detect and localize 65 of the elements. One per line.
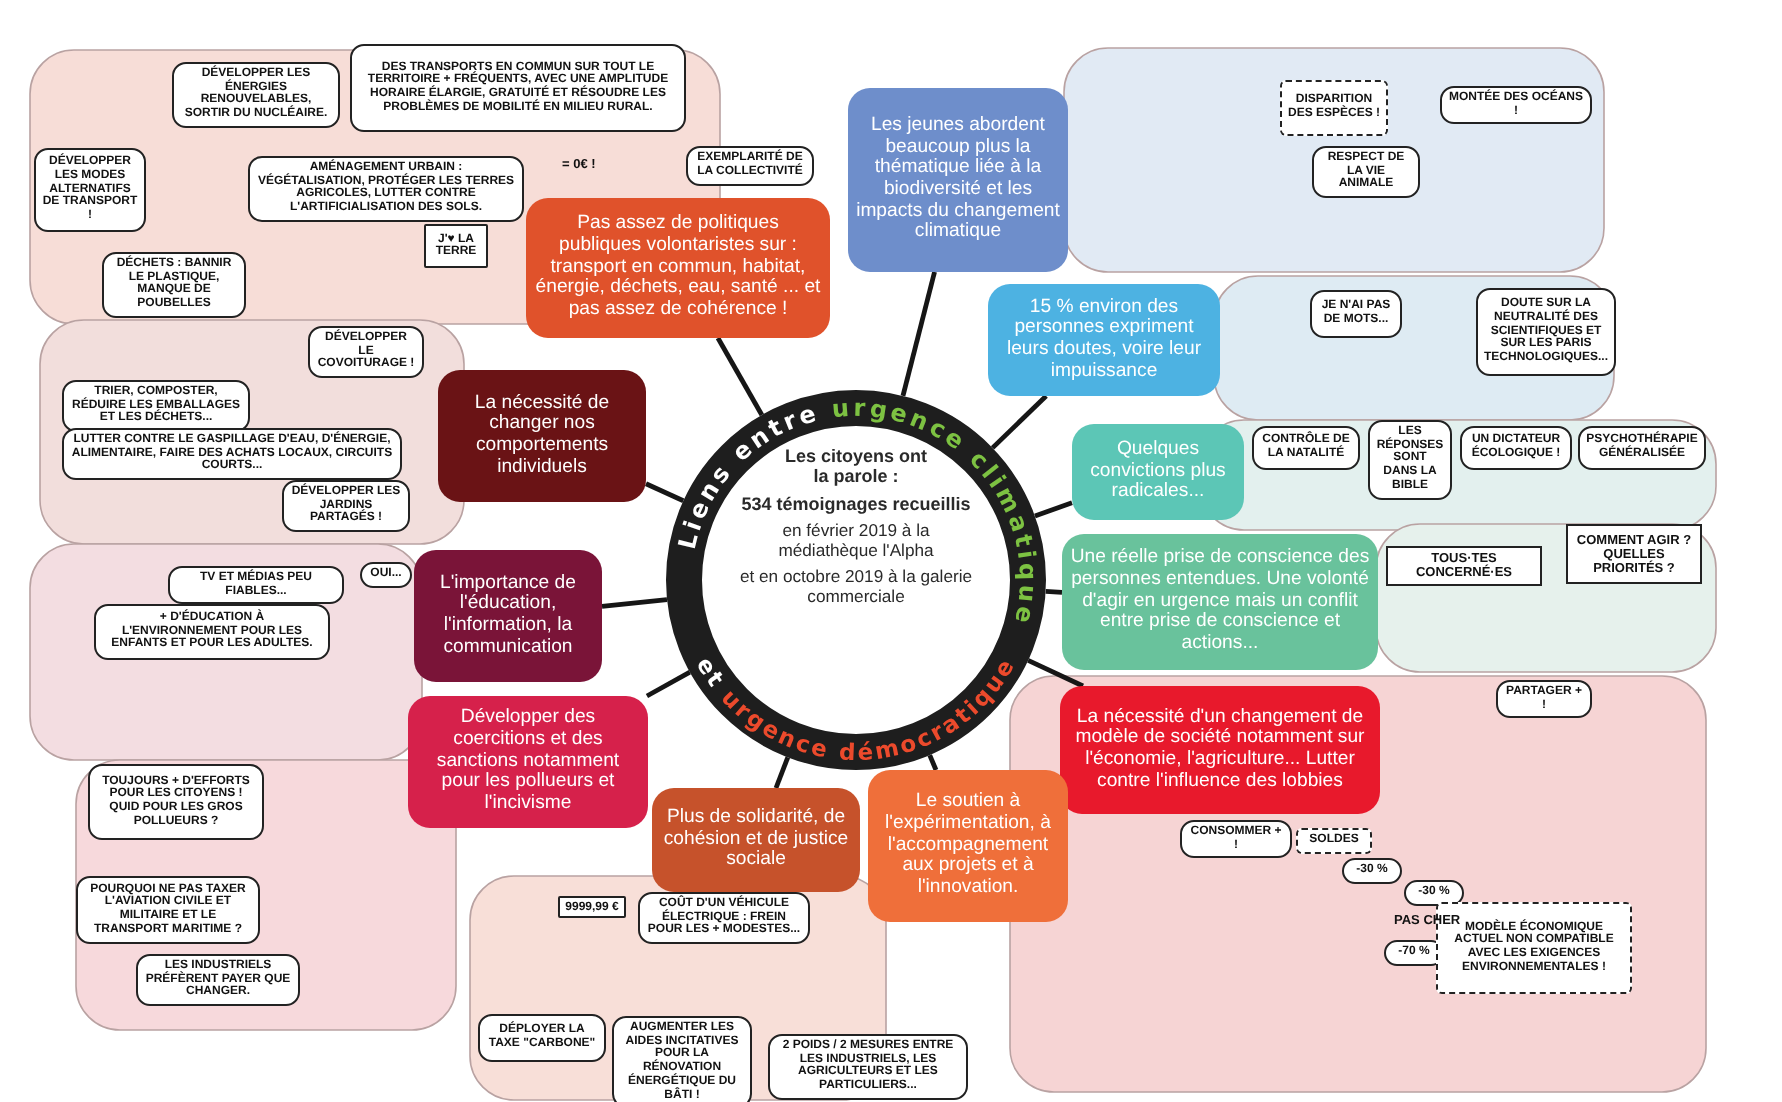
topic-text: Quelques convictions plus radicales... xyxy=(1088,439,1228,505)
speech-bubble xyxy=(1252,426,1360,470)
speech-bubble xyxy=(88,764,264,840)
speech-bubble xyxy=(282,480,410,533)
topic-text: Les jeunes abordent beaucoup plus la thématique liée à la biodiversité et les impacts du changement climatique xyxy=(856,115,1060,245)
topic-text: Développer des coercitions et des sanctions notamment pour les pollueurs et l'incivisme xyxy=(434,708,622,816)
note-text: et en octobre 2019 à la galerie commerciale xyxy=(738,568,973,607)
topic-box xyxy=(1062,534,1378,670)
speech-bubble xyxy=(350,44,686,132)
topic-text: La nécessité d'un changement de modèle de société notamment sur l'économie, l'agriculture... Lutter contre l'influence des lobbies xyxy=(1073,707,1367,793)
connector-line xyxy=(715,336,764,417)
speech-bubble xyxy=(1312,146,1420,199)
topic-text: Une réelle prise de conscience des personnes entendues. Une volonté d'agir en urgence mais un conflit entre prise de conscience et actions... xyxy=(1070,548,1370,656)
speech-bubble xyxy=(76,876,260,944)
speech-bubble xyxy=(62,428,402,481)
protest-banner xyxy=(1386,546,1542,586)
sign-board xyxy=(558,896,626,918)
speech-bubble xyxy=(1180,820,1292,859)
topic-text: 15 % environ des personnes expriment leurs doutes, voire leur impuissance xyxy=(1004,297,1204,383)
speech-bubble xyxy=(1578,426,1706,470)
topic-box xyxy=(868,770,1068,922)
topic-text: Pas assez de politiques publiques volontaristes sur : transport en commun, habitat, énergie, déchets, eau, santé ... et pas assez de cohérence ! xyxy=(534,214,822,322)
speech-bubble xyxy=(478,1014,606,1062)
topic-box xyxy=(988,284,1220,396)
speech-bubble xyxy=(1342,858,1402,884)
topic-box xyxy=(526,198,830,338)
connector-line xyxy=(990,394,1048,450)
speech-bubble xyxy=(136,954,300,1007)
speech-bubble xyxy=(768,1034,968,1100)
topic-box xyxy=(1060,686,1380,814)
speech-bubble xyxy=(172,62,340,128)
speech-bubble xyxy=(168,566,344,605)
topic-text: Plus de solidarité, de cohésion et de justice sociale xyxy=(661,807,851,873)
speech-bubble xyxy=(1310,290,1402,338)
topic-box xyxy=(408,696,648,828)
connector-line xyxy=(900,271,937,397)
topic-box xyxy=(848,88,1068,272)
connector-line xyxy=(1045,589,1063,595)
topic-text: Le soutien à l'expérimentation, à l'accompagnement aux projets et à l'innovation. xyxy=(883,792,1053,900)
topic-box xyxy=(652,788,860,892)
connector-line xyxy=(1027,658,1084,689)
speech-bubble xyxy=(102,252,246,318)
speech-bubble xyxy=(686,146,814,186)
topic-text: La nécessité de changer nos comportements individuels xyxy=(472,393,612,479)
speech-bubble xyxy=(62,380,250,433)
speech-bubble xyxy=(1496,680,1592,719)
topic-text: L'importance de l'éducation, l'information, la communication xyxy=(438,573,578,659)
speech-bubble xyxy=(1296,828,1372,854)
speech-bubble xyxy=(1440,86,1592,125)
note-text: en février 2019 à la médiathèque l'Alpha xyxy=(776,522,936,561)
protest-banner xyxy=(1566,524,1702,584)
topic-box xyxy=(438,370,646,502)
connector-line xyxy=(601,597,668,609)
speech-bubble xyxy=(360,562,412,588)
speech-bubble xyxy=(1460,426,1572,470)
connector-line xyxy=(1034,500,1073,519)
connector-line xyxy=(645,670,692,699)
speech-bubble xyxy=(308,326,424,379)
topic-box xyxy=(1072,424,1244,520)
topic-box xyxy=(414,550,602,682)
speech-bubble xyxy=(1280,80,1388,136)
sign-board xyxy=(424,224,488,268)
speech-bubble xyxy=(94,604,330,660)
speech-bubble xyxy=(612,1016,752,1102)
speech-bubble xyxy=(638,892,810,945)
